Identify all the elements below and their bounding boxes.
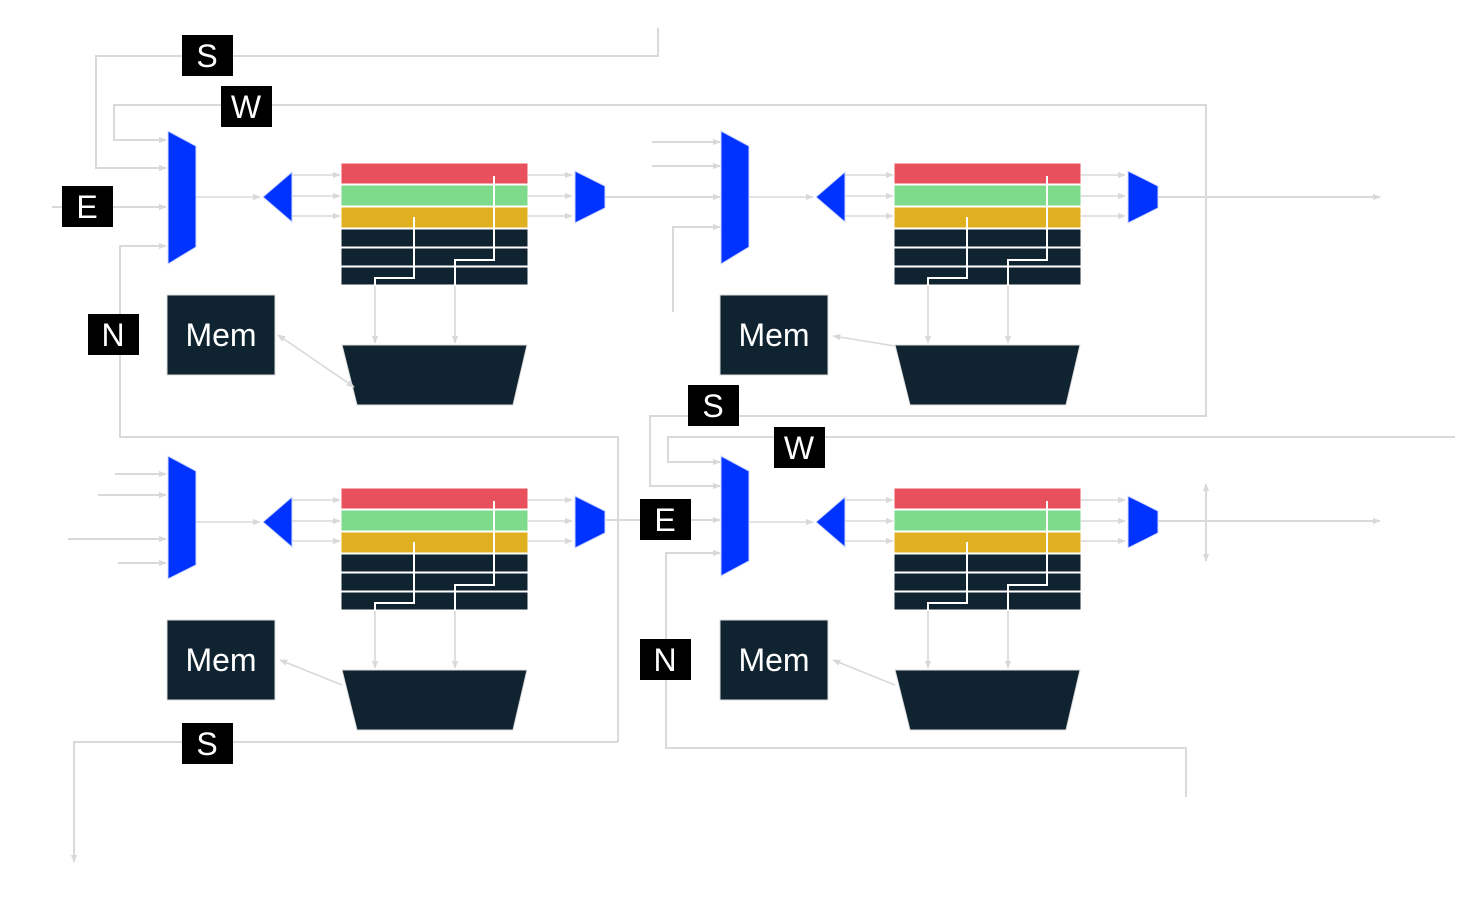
register-dark-3 bbox=[340, 591, 529, 611]
register-dark-1 bbox=[340, 228, 529, 248]
alu bbox=[341, 344, 528, 406]
register-yellow bbox=[340, 531, 529, 554]
register-red bbox=[893, 162, 1082, 185]
svg-text:S: S bbox=[196, 726, 217, 762]
read-port-a bbox=[374, 542, 415, 611]
output-mux bbox=[1127, 170, 1159, 224]
read-port-b bbox=[454, 176, 495, 286]
register-dark-1 bbox=[340, 553, 529, 573]
port-label-e-left: E bbox=[62, 186, 113, 227]
register-dark-1 bbox=[893, 228, 1082, 248]
input-mux bbox=[720, 455, 750, 577]
svg-text:W: W bbox=[784, 430, 815, 466]
register-dark-3 bbox=[340, 266, 529, 286]
svg-text:E: E bbox=[76, 189, 97, 225]
register-demux bbox=[815, 170, 846, 224]
register-green bbox=[340, 509, 529, 532]
port-label-w-top: W bbox=[221, 86, 272, 127]
register-red bbox=[340, 162, 529, 185]
output-mux bbox=[574, 170, 606, 224]
port-label-e-mid: E bbox=[640, 499, 691, 540]
interconnect-wires bbox=[52, 28, 1455, 863]
alu-mem-link bbox=[832, 333, 896, 347]
output-mux bbox=[574, 495, 606, 549]
wire-n-left bbox=[119, 242, 619, 742]
alu bbox=[894, 669, 1081, 731]
svg-text:E: E bbox=[654, 502, 675, 538]
read-port-b bbox=[1007, 176, 1048, 286]
register-file bbox=[340, 487, 529, 611]
svg-text:S: S bbox=[702, 388, 723, 424]
alu-mem-link bbox=[832, 659, 896, 686]
tile-bottom-right: Mem bbox=[719, 455, 1159, 731]
svg-text:S: S bbox=[196, 38, 217, 74]
port-label-s-mid: S bbox=[688, 385, 739, 426]
read-port-b bbox=[454, 501, 495, 611]
alu bbox=[894, 344, 1081, 406]
tile-top-right: Mem bbox=[719, 130, 1159, 406]
register-demux bbox=[815, 495, 846, 549]
memory-block bbox=[166, 294, 276, 376]
register-dark-2 bbox=[893, 247, 1082, 267]
tile-top-left: Mem bbox=[166, 130, 606, 406]
svg-text:N: N bbox=[653, 642, 676, 678]
wire-w-top bbox=[113, 104, 1207, 197]
read-port-a bbox=[374, 217, 415, 286]
output-mux bbox=[1127, 495, 1159, 549]
memory-block bbox=[719, 619, 829, 701]
register-file bbox=[893, 487, 1082, 611]
input-mux bbox=[167, 455, 197, 580]
register-green bbox=[893, 509, 1082, 532]
register-green bbox=[893, 184, 1082, 207]
wire-s-mid bbox=[649, 197, 1207, 490]
tile-bottom-left: Mem bbox=[166, 455, 606, 731]
register-file bbox=[893, 162, 1082, 286]
memory-block bbox=[166, 619, 276, 701]
memory-label: Mem bbox=[738, 317, 809, 353]
register-green bbox=[340, 184, 529, 207]
read-port-a bbox=[927, 542, 968, 611]
svg-text:W: W bbox=[231, 89, 262, 125]
port-label-s-bottom: S bbox=[182, 723, 233, 764]
register-dark-3 bbox=[893, 266, 1082, 286]
memory-label: Mem bbox=[185, 642, 256, 678]
alu-mem-link bbox=[277, 334, 355, 388]
port-label-w-mid: W bbox=[774, 427, 825, 468]
register-red bbox=[893, 487, 1082, 510]
memory-label: Mem bbox=[738, 642, 809, 678]
wire-n-mid bbox=[665, 549, 1187, 797]
read-port-b bbox=[1007, 501, 1048, 611]
register-dark-2 bbox=[340, 247, 529, 267]
register-red bbox=[340, 487, 529, 510]
input-mux bbox=[167, 130, 197, 265]
read-port-a bbox=[927, 217, 968, 286]
svg-text:N: N bbox=[101, 317, 124, 353]
register-dark-3 bbox=[893, 591, 1082, 611]
register-file bbox=[340, 162, 529, 286]
wire-t2-in-c bbox=[672, 223, 721, 312]
register-yellow bbox=[340, 206, 529, 229]
alu-mem-link bbox=[279, 659, 343, 686]
port-label-n-mid: N bbox=[640, 639, 691, 680]
wire-w-mid bbox=[667, 436, 1455, 466]
wire-s-bottom bbox=[70, 741, 618, 863]
port-label-s-top: S bbox=[182, 35, 233, 76]
port-label-n-left: N bbox=[88, 314, 139, 355]
wire-s-top bbox=[95, 28, 659, 172]
input-mux bbox=[720, 130, 750, 265]
register-dark-2 bbox=[340, 572, 529, 592]
register-demux bbox=[262, 170, 293, 224]
port-labels: S W E N S W E N bbox=[62, 35, 825, 764]
register-dark-2 bbox=[893, 572, 1082, 592]
alu bbox=[341, 669, 528, 731]
memory-block bbox=[719, 294, 829, 376]
register-yellow bbox=[893, 206, 1082, 229]
register-demux bbox=[262, 495, 293, 549]
register-yellow bbox=[893, 531, 1082, 554]
register-dark-1 bbox=[893, 553, 1082, 573]
memory-label: Mem bbox=[185, 317, 256, 353]
